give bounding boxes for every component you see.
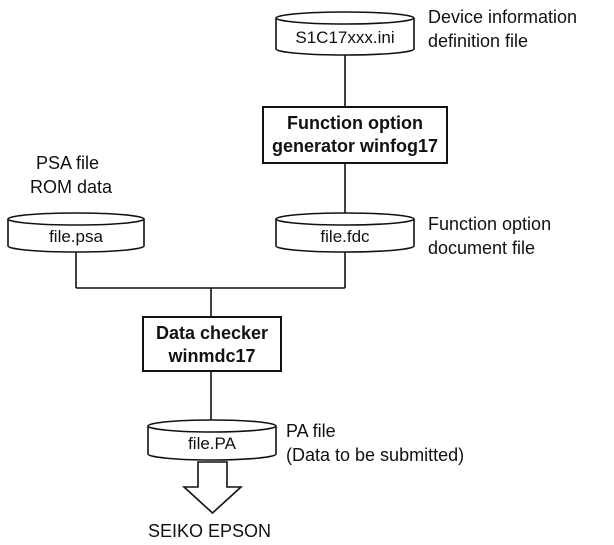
winmdc-tool-line2: winmdc17 bbox=[168, 346, 256, 366]
device-ini-desc-line2: definition file bbox=[428, 31, 529, 51]
psa-file-cylinder: file.psa bbox=[7, 212, 145, 253]
winfog-tool-line2: generator winfog17 bbox=[271, 136, 439, 156]
fdc-file-name: file.fdc bbox=[320, 227, 370, 246]
connector-lines bbox=[75, 55, 346, 422]
winmdc-tool-box: Data checker winmdc17 bbox=[142, 316, 282, 372]
pa-file-cylinder: file.PA bbox=[147, 419, 277, 461]
pa-file-name: file.PA bbox=[188, 434, 237, 453]
destination-label: SEIKO EPSON bbox=[148, 521, 272, 541]
psa-desc-line2: ROM data bbox=[30, 177, 113, 197]
pa-desc-line1: PA file bbox=[286, 421, 336, 441]
down-arrow-icon bbox=[181, 461, 244, 515]
device-ini-desc-line1: Device information bbox=[428, 7, 578, 27]
winfog-tool-line1: Function option bbox=[287, 113, 423, 133]
device-ini-file-cylinder: S1C17xxx.ini bbox=[275, 11, 415, 56]
winfog-tool-box: Function option generator winfog17 bbox=[262, 106, 448, 164]
pa-desc-line2: (Data to be submitted) bbox=[286, 445, 465, 465]
fdc-file-cylinder: file.fdc bbox=[275, 212, 415, 253]
psa-desc-line1: PSA file bbox=[36, 153, 100, 173]
winmdc-tool-line1: Data checker bbox=[155, 323, 269, 343]
fdc-desc-line1: Function option bbox=[428, 214, 552, 234]
psa-file-name: file.psa bbox=[49, 227, 103, 246]
fdc-desc-line2: document file bbox=[428, 238, 536, 258]
device-ini-file-name: S1C17xxx.ini bbox=[295, 28, 394, 47]
